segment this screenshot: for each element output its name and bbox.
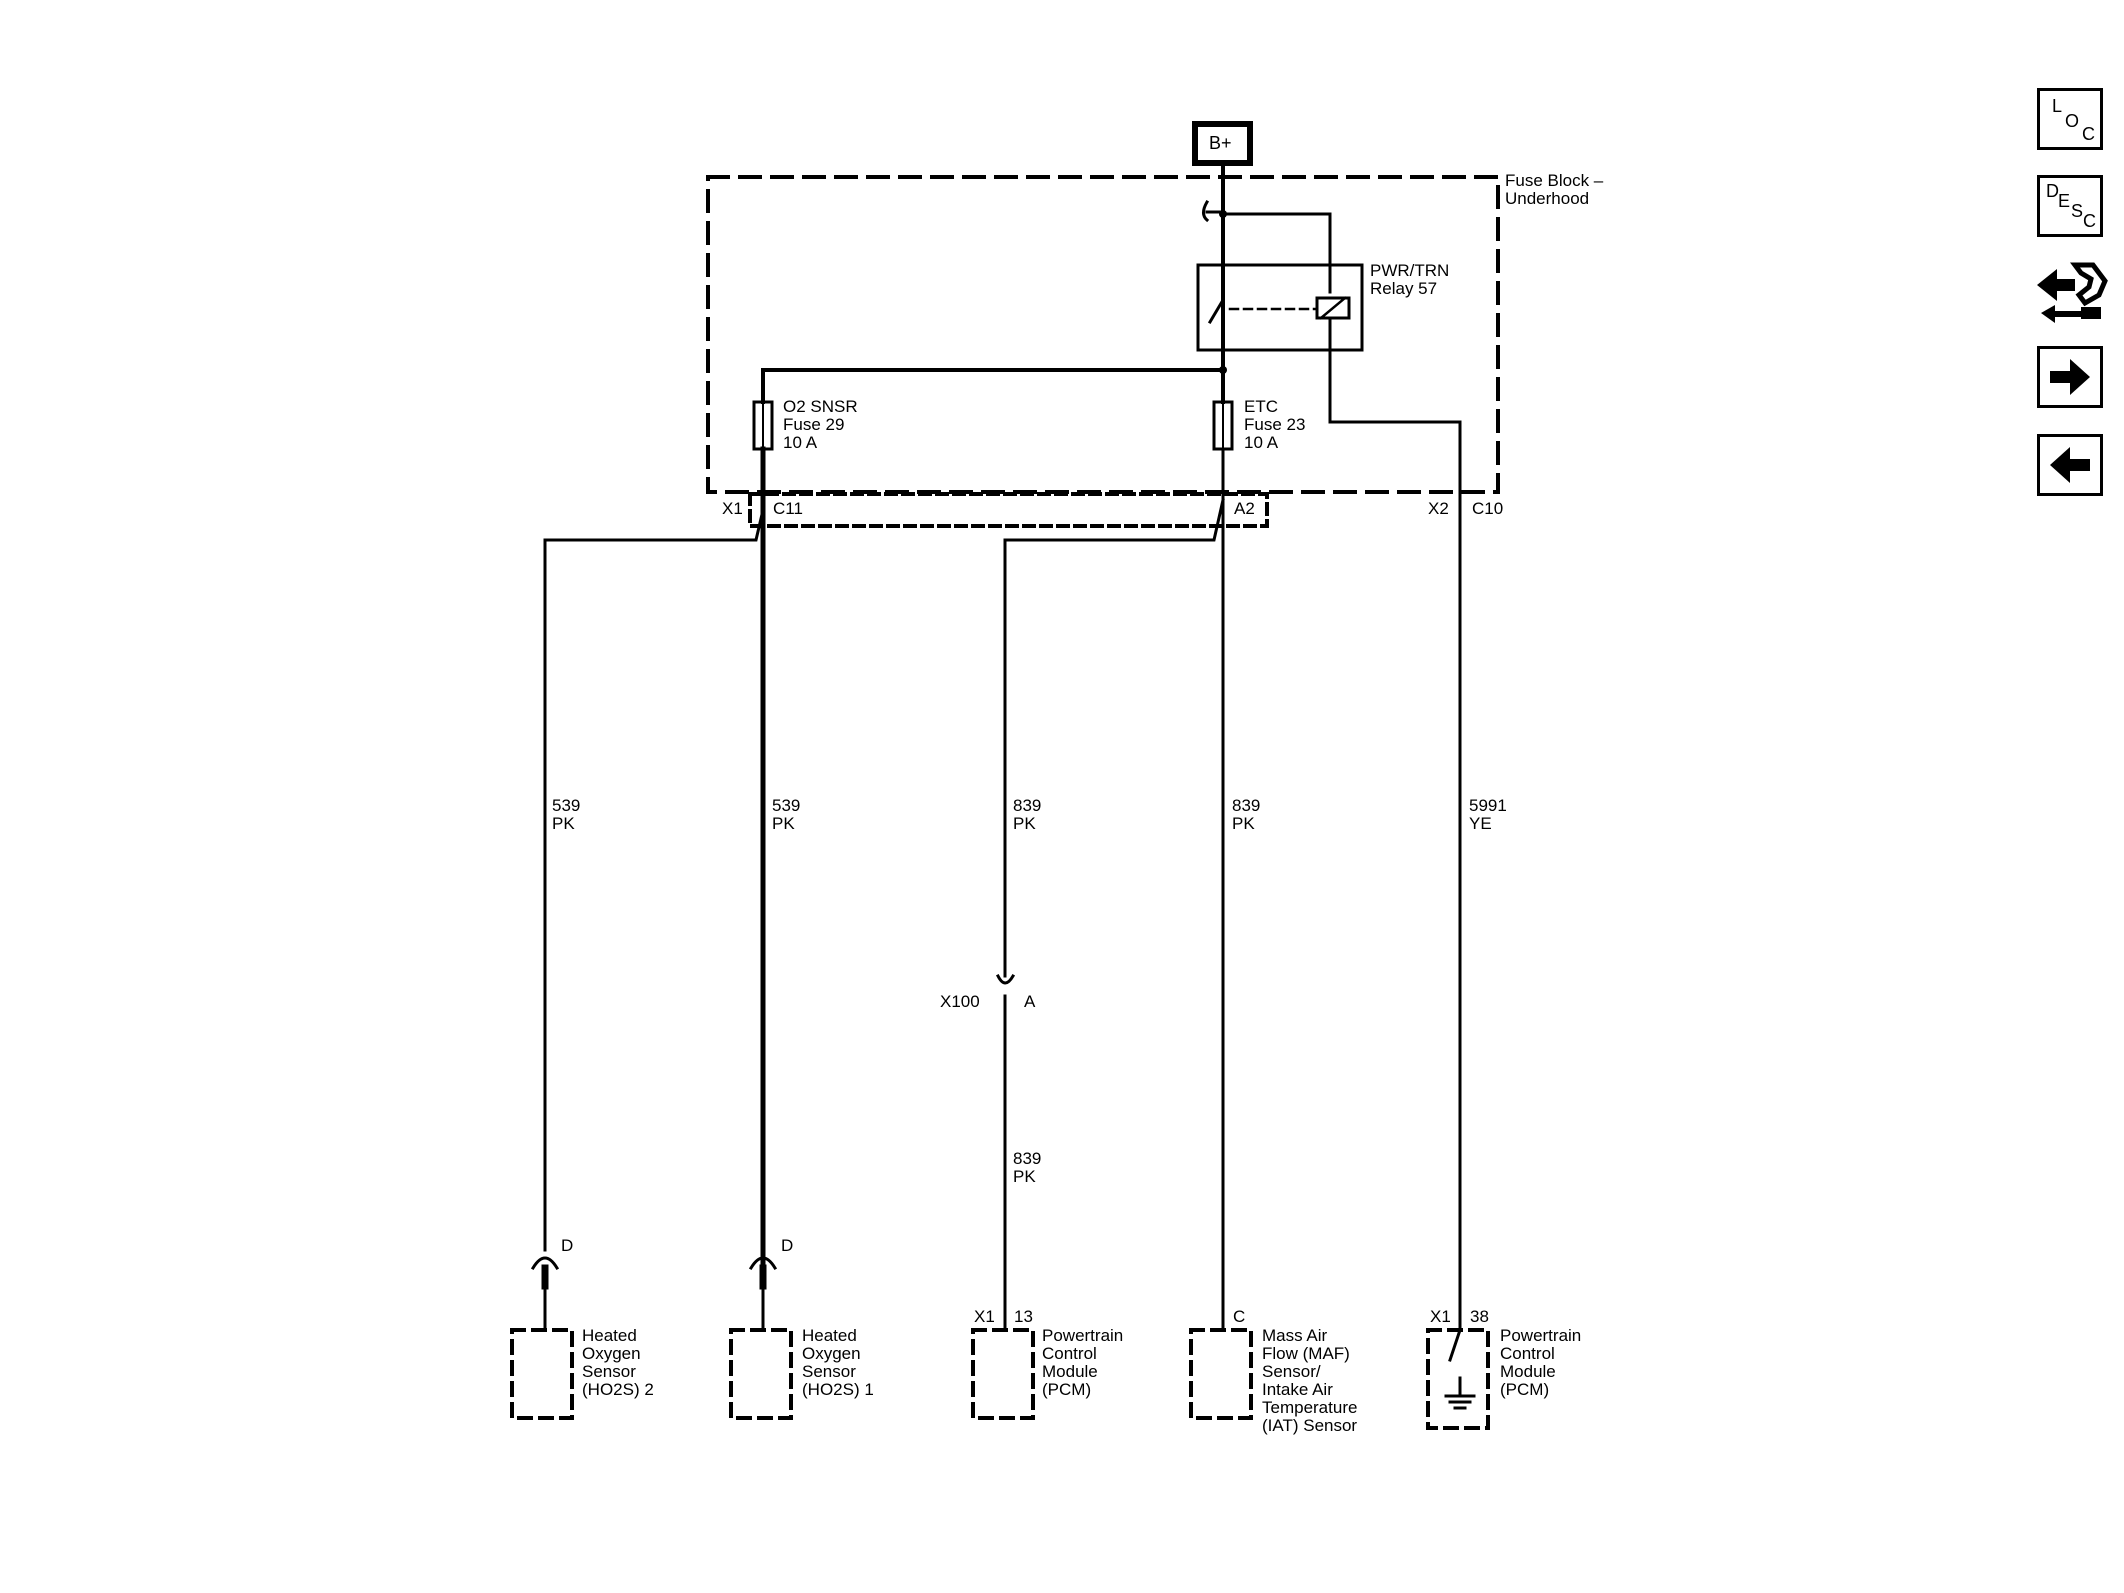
wire-color-label: PK	[1013, 1167, 1036, 1186]
desc-letter-c: C	[2083, 211, 2096, 231]
x100-label: X100	[940, 992, 980, 1011]
component-label-maf-iat: Mass Air Flow (MAF) Sensor/ Intake Air T…	[1262, 1326, 1358, 1435]
wire-color-label: YE	[1469, 814, 1492, 833]
loc-button[interactable]: L O C	[2037, 88, 2103, 150]
wire-color-label: PK	[1232, 814, 1255, 833]
component-label-ho2s2: Heated Oxygen Sensor (HO2S) 2	[582, 1326, 654, 1399]
component-label-pcm-2: Powertrain Control Module (PCM)	[1500, 1326, 1582, 1399]
wire-color-label: PK	[772, 814, 795, 833]
arrow-left-icon	[2050, 447, 2090, 483]
x100-pin-label: A	[1024, 992, 1036, 1011]
fuse-block-border	[706, 175, 1500, 494]
desc-letter-s: S	[2071, 201, 2084, 221]
connector-x1-label: X1	[722, 499, 743, 518]
component-connector-label: X1	[1430, 1307, 1451, 1326]
wire-circuit-label: 839	[1013, 796, 1042, 815]
prev-button[interactable]	[2037, 434, 2103, 496]
b-plus-label: B+	[1209, 133, 1232, 153]
component-pin-label: D	[561, 1236, 574, 1255]
connector-c10-label: C10	[1472, 499, 1504, 518]
loc-letter-l: L	[2052, 96, 2063, 116]
desc-button[interactable]: D E S C	[2037, 175, 2103, 237]
desc-letter-e: E	[2058, 191, 2071, 211]
desc-letter-d: D	[2046, 181, 2059, 201]
ho2s1-box	[729, 1328, 793, 1420]
component-label-ho2s1: Heated Oxygen Sensor (HO2S) 1	[802, 1326, 874, 1399]
component-label-pcm-1: Powertrain Control Module (PCM)	[1042, 1326, 1124, 1399]
pin-d-connector-ho2s1	[748, 1256, 778, 1271]
arrow-right-icon	[2050, 359, 2090, 395]
connector-x2-label: X2	[1428, 499, 1449, 518]
pcm-box-2	[1426, 1328, 1490, 1430]
pcm-box-1	[971, 1328, 1035, 1420]
fuse-block-label: Fuse Block – Underhood	[1505, 171, 1604, 208]
o2-fuse-label: O2 SNSR Fuse 29 10 A	[783, 397, 858, 452]
connector-a2-label: A2	[1234, 499, 1255, 518]
wire-color-label: PK	[1013, 814, 1036, 833]
ho2s2-box	[510, 1328, 574, 1420]
loc-letter-o: O	[2065, 111, 2080, 131]
wire-color-label: PK	[552, 814, 575, 833]
pin-d-connector-ho2s2	[530, 1256, 560, 1271]
relay-label: PWR/TRN Relay 57	[1370, 261, 1450, 298]
component-pin-label: C	[1233, 1307, 1246, 1326]
next-button[interactable]	[2037, 346, 2103, 408]
relay-box	[1196, 263, 1364, 352]
ground-symbol	[1444, 1376, 1476, 1410]
maf-box	[1189, 1328, 1253, 1420]
component-pin-label: 38	[1470, 1307, 1489, 1326]
wire-circuit-label: 539	[552, 796, 581, 815]
loc-letter-c: C	[2082, 124, 2095, 144]
wire-circuit-label: 839	[1013, 1149, 1042, 1168]
wire-circuit-label: 5991	[1469, 796, 1507, 815]
component-connector-label: X1	[974, 1307, 995, 1326]
wire-circuit-label: 539	[772, 796, 801, 815]
etc-fuse-label: ETC Fuse 23 10 A	[1244, 397, 1306, 452]
connector-tool-icon[interactable]	[2035, 255, 2109, 331]
component-pin-label: 13	[1014, 1307, 1033, 1326]
x1-connector-outline	[748, 492, 1269, 528]
component-pin-label: D	[781, 1236, 794, 1255]
wire-circuit-label: 839	[1232, 796, 1261, 815]
connector-c11-label: C11	[773, 499, 803, 518]
